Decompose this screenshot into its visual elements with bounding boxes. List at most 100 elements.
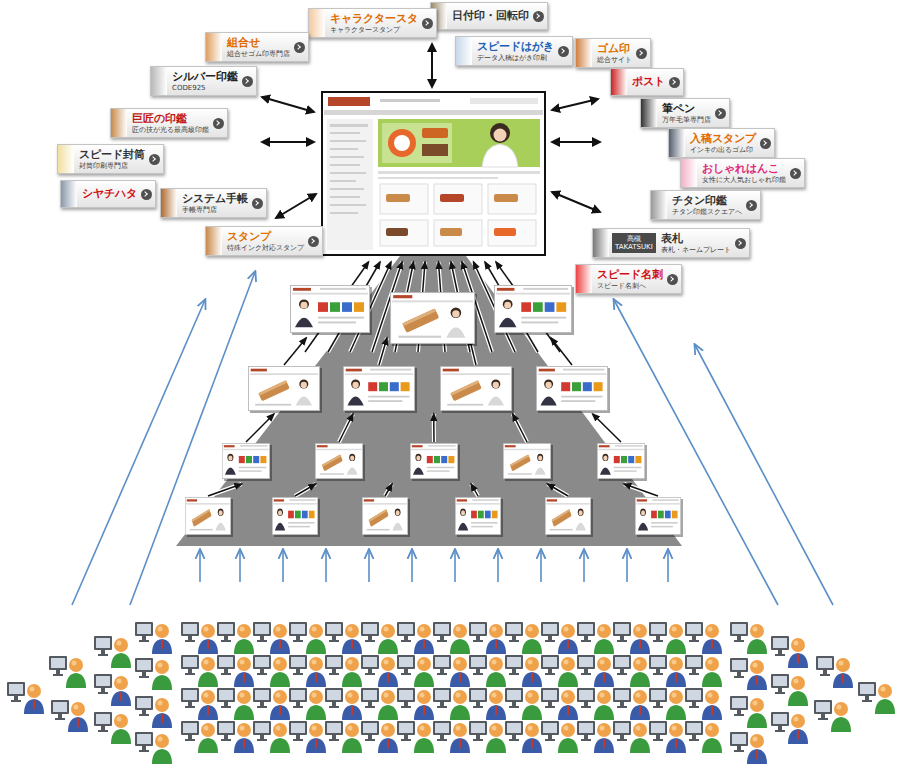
go-icon (533, 11, 544, 22)
user-icon (135, 732, 172, 764)
banner-text: 日付印・回転印 (447, 3, 533, 29)
user-icon (469, 721, 506, 753)
user-icon (94, 712, 131, 744)
site-banner: スピード封筒封筒印刷専門店 (57, 144, 164, 174)
users (7, 622, 895, 764)
product-image (456, 37, 472, 65)
banner-subtitle: データ入稿はがき印刷 (477, 54, 554, 62)
arrow-outline (246, 414, 274, 442)
site-thumbnail (635, 497, 683, 537)
arrow-outline (548, 484, 568, 496)
user-icon (181, 721, 218, 753)
banner-text: ポスト (627, 69, 669, 95)
user-icon (325, 622, 362, 654)
banner-title: ゴム印 (597, 42, 632, 56)
go-icon (242, 76, 253, 87)
go-icon (790, 168, 801, 179)
site-thumbnail (410, 443, 460, 481)
user-icon (771, 674, 808, 706)
arrow-outline (551, 338, 572, 365)
thumbnail-image (315, 443, 362, 478)
user-icon (361, 721, 398, 753)
product-image (58, 145, 74, 173)
site-thumbnail (391, 293, 477, 346)
thumbnail-image (185, 497, 230, 534)
banner-text: 筆ペン万年毛筆専門店 (657, 99, 715, 127)
user-icon (505, 655, 542, 687)
user-icon (433, 721, 470, 753)
banner-title: スピード名刺 (597, 268, 663, 282)
go-icon (294, 42, 305, 53)
banner-text: おしゃれはんこ女性に大人気おしゃれ印鑑 (697, 159, 790, 187)
banner-text: シルバー印鑑CODE925 (167, 67, 242, 95)
banner-title: シルバー印鑑 (172, 70, 238, 84)
user-icon (135, 622, 172, 654)
flow-arrow (379, 338, 387, 365)
product-image (111, 109, 127, 137)
user-icon (816, 656, 853, 688)
thumbnail-image (362, 497, 407, 534)
banner-text: システム手帳手帳専門店 (177, 189, 252, 217)
flow-arrows (208, 262, 658, 496)
user-icon (325, 688, 362, 720)
banner-title: 日付印・回転印 (452, 9, 529, 23)
site-thumbnail (315, 443, 365, 481)
banner-text: スタンプ特殊インク対応スタンプ (222, 227, 308, 255)
user-icon (577, 622, 614, 654)
site-thumbnail (455, 497, 503, 537)
product-image (151, 67, 167, 95)
site-thumbnail (248, 366, 322, 413)
user-icon (649, 622, 686, 654)
user-icon (730, 696, 767, 728)
arrow-outline (385, 484, 392, 496)
flow-arrow (513, 414, 527, 442)
go-icon (213, 118, 224, 129)
user-icon (505, 721, 542, 753)
go-icon (308, 236, 319, 247)
user-icon (505, 622, 542, 654)
visit-arrow (325, 550, 327, 582)
flow-arrow (208, 484, 242, 496)
banner-title: おしゃれはんこ (702, 162, 786, 176)
flow-arrow (433, 414, 435, 442)
go-icon (252, 198, 263, 209)
site-thumbnail (291, 285, 373, 335)
arrow-outline (339, 414, 353, 442)
user-icon (613, 655, 650, 687)
user-icon (613, 688, 650, 720)
visit-arrow (411, 550, 413, 582)
site-thumbnail (545, 497, 593, 537)
main-site-screenshot (322, 92, 545, 255)
banner-subtitle: CODE925 (172, 84, 238, 92)
visit-arrow (583, 550, 585, 582)
site-thumbnail (440, 366, 514, 413)
user-icon (135, 696, 172, 728)
banner-title: 巨匠の印鑑 (132, 112, 209, 126)
site-banner: スピード名刺スピード名刺へ (575, 264, 682, 294)
site-banner: システム手帳手帳専門店 (160, 188, 267, 218)
banner-subtitle: 特殊インク対応スタンプ (227, 244, 304, 252)
banner-text: キャラクタースタキャラクタースタンプ (325, 9, 422, 37)
user-icon (469, 688, 506, 720)
thumbnail-image (248, 366, 319, 410)
user-icon (541, 622, 578, 654)
site-thumbnail (343, 366, 417, 413)
banner-title: スタンプ (227, 230, 304, 244)
arrow-outline (471, 484, 478, 496)
banner-text: スピード封筒封筒印刷専門店 (74, 145, 149, 173)
user-icon (253, 721, 290, 753)
flow-arrow (624, 484, 658, 496)
user-icon (577, 688, 614, 720)
site-banner: 表札表札・ネームプレート高槻 TAKATSUKI (592, 228, 750, 258)
product-image (576, 39, 592, 67)
site-banner: 日付印・回転印 (430, 2, 548, 30)
site-banner: スピードはがきデータ入稿はがき印刷 (455, 36, 573, 66)
banner-subtitle: チタン印鑑スクエアへ (672, 208, 742, 216)
pyramid-band (176, 256, 682, 546)
banner-text: ゴム印総合サイト (592, 39, 636, 67)
user-icon (397, 688, 434, 720)
visit-arrow (199, 550, 201, 582)
user-icon (51, 700, 88, 732)
site-banner: スタンプ特殊インク対応スタンプ (205, 226, 323, 256)
site-thumbnail (503, 443, 553, 481)
